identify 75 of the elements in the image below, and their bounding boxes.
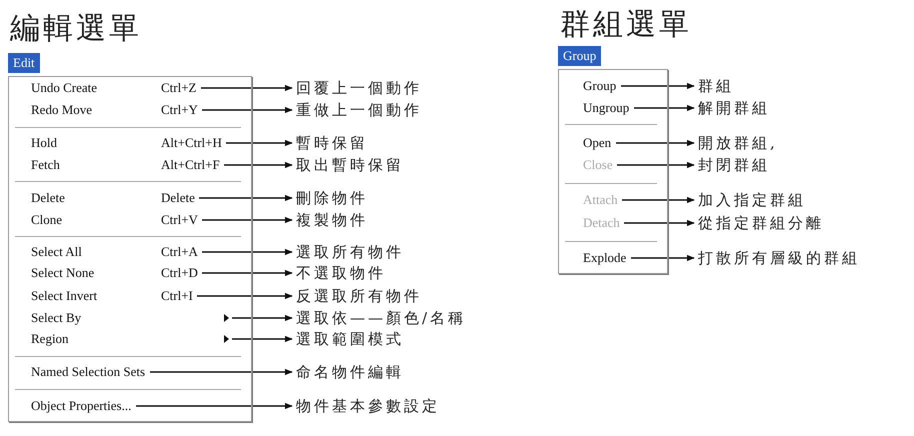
- description-text: 暫時保留: [296, 133, 368, 153]
- arrow: [202, 216, 293, 224]
- description-text: 重做上一個動作: [296, 100, 422, 120]
- menu-item-label: Detach: [583, 215, 620, 231]
- menu-item-label: Select None: [31, 265, 94, 281]
- arrow: [232, 314, 293, 322]
- arrow: [624, 220, 695, 226]
- heading: 編輯選單: [10, 12, 142, 45]
- arrow: [199, 194, 293, 202]
- arrow: [197, 292, 293, 300]
- heading: 群組選單: [560, 8, 692, 41]
- description-text: 回覆上一個動作: [296, 78, 422, 98]
- menu-item-label: Select Invert: [31, 288, 98, 304]
- description-text: 不選取物件: [296, 263, 386, 283]
- menu-item-label: Open: [583, 135, 612, 151]
- arrow: [617, 162, 695, 168]
- shortcut-key: Ctrl+V: [161, 212, 198, 228]
- description-text: 選取範圍模式: [296, 329, 404, 349]
- description-text: 刪除物件: [296, 188, 368, 208]
- description-text: 加入指定群組: [698, 190, 806, 210]
- description-text: 選取依——顏色/名稱: [296, 308, 466, 328]
- arrow: [202, 248, 293, 256]
- description-text: 封閉群組: [698, 155, 770, 175]
- description-text: 從指定群組分離: [698, 213, 824, 233]
- arrow: [631, 254, 695, 262]
- arrow: [621, 82, 695, 90]
- description-text: 選取所有物件: [296, 242, 404, 262]
- menu-item-label: Close: [583, 157, 613, 173]
- description-text: 複製物件: [296, 210, 368, 230]
- arrow: [224, 162, 293, 168]
- shortcut-key: Alt+Ctrl+F: [161, 157, 220, 173]
- shortcut-key: Ctrl+A: [161, 244, 198, 260]
- menu-item-label: Explode: [583, 250, 626, 266]
- menu-item-label: Ungroup: [583, 100, 630, 116]
- menu-item-label: Undo Create: [31, 80, 98, 96]
- arrow: [150, 368, 293, 376]
- shortcut-key: Alt+Ctrl+H: [161, 135, 222, 151]
- arrow: [202, 270, 293, 276]
- menu-item-label: Redo Move: [31, 102, 92, 118]
- shortcut-key: Delete: [161, 190, 195, 206]
- description-text: 打散所有層級的群組: [698, 248, 860, 268]
- shortcut-key: Ctrl+D: [161, 265, 198, 281]
- description-text: 解開群組: [698, 98, 770, 118]
- menu-tab: Edit: [8, 53, 40, 73]
- description-text: 物件基本參數設定: [296, 396, 440, 416]
- arrow: [226, 140, 293, 146]
- menu-item-label: Hold: [31, 135, 57, 151]
- menu-item-label: Attach: [583, 192, 618, 208]
- menu-item-label: Named Selection Sets: [31, 364, 146, 380]
- menu-item-label: Object Properties...: [31, 398, 132, 414]
- description-text: 反選取所有物件: [296, 286, 422, 306]
- shortcut-key: Ctrl+Z: [161, 80, 196, 96]
- shortcut-key: Ctrl+Y: [161, 102, 198, 118]
- description-text: 開放群組,: [698, 133, 778, 153]
- menu-item-label: Delete: [31, 190, 65, 206]
- description-text: 取出暫時保留: [296, 155, 404, 175]
- dropdown-menu: [8, 76, 252, 422]
- arrow: [634, 104, 695, 112]
- arrow: [622, 196, 695, 204]
- description-text: 命名物件編輯: [296, 362, 404, 382]
- shortcut-key: Ctrl+I: [161, 288, 193, 304]
- arrow: [136, 402, 293, 410]
- menu-tab: Group: [558, 46, 602, 66]
- dropdown-menu: [558, 69, 668, 274]
- arrow: [616, 140, 695, 146]
- arrow: [202, 106, 293, 114]
- menu-item-label: Select By: [31, 310, 82, 326]
- menu-item-label: Region: [31, 331, 69, 347]
- menu-item-label: Select All: [31, 244, 82, 260]
- menu-item-label: Fetch: [31, 157, 60, 173]
- menu-item-label: Clone: [31, 212, 62, 228]
- arrow: [232, 336, 293, 342]
- menu-item-label: Group: [583, 78, 616, 94]
- arrow: [201, 84, 293, 92]
- description-text: 群組: [698, 76, 734, 96]
